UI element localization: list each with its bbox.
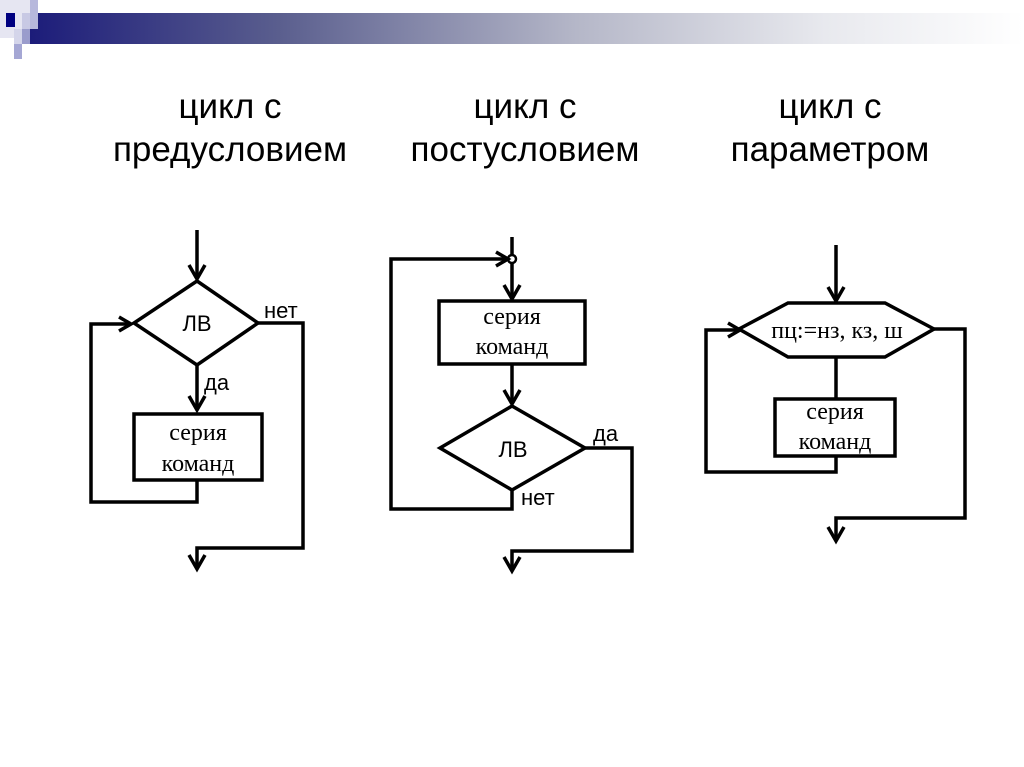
arrow-head xyxy=(502,284,522,303)
title-postcondition: цикл с постусловием xyxy=(375,85,675,171)
deco-square xyxy=(22,29,30,44)
title-line: цикл с xyxy=(473,87,577,126)
body-line: команд xyxy=(162,451,235,477)
arrow-head xyxy=(118,315,135,333)
loop-back-line xyxy=(389,257,514,511)
arrow-head xyxy=(826,286,846,305)
flowchart-postcondition: серия команд ЛВ нет да xyxy=(389,237,634,575)
flowchart-parameter: пц:=нз, кз, ш серия команд xyxy=(704,245,967,545)
deco-square xyxy=(6,13,15,27)
deco-square xyxy=(30,0,38,29)
no-label: нет xyxy=(264,298,298,323)
body-line: серия xyxy=(483,304,540,330)
title-line: цикл с xyxy=(178,87,282,126)
title-line: постусловием xyxy=(410,130,640,169)
body-line: серия xyxy=(169,420,226,446)
title-parameter: цикл с параметром xyxy=(680,85,980,171)
arrow-head xyxy=(495,250,512,268)
body-line: серия xyxy=(806,399,863,425)
condition-label: ЛВ xyxy=(182,311,211,336)
arrow-head xyxy=(826,526,846,545)
parameter-label: пц:=нз, кз, ш xyxy=(771,318,903,344)
exit-line xyxy=(510,446,634,570)
no-label: нет xyxy=(521,485,555,510)
title-line: цикл с xyxy=(778,87,882,126)
arrow-head xyxy=(727,321,744,339)
deco-square xyxy=(14,44,22,59)
loop-back-line xyxy=(89,322,199,504)
condition-label: ЛВ xyxy=(498,437,527,462)
title-precondition: цикл с предусловием xyxy=(80,85,380,171)
body-line: команд xyxy=(799,429,872,455)
arrow-head xyxy=(187,554,207,573)
yes-label: да xyxy=(593,421,619,446)
exit-line xyxy=(834,327,967,540)
title-line: предусловием xyxy=(112,130,348,169)
loop-back-line xyxy=(704,328,838,474)
header-gradient-bar xyxy=(30,13,1024,44)
yes-label: да xyxy=(204,370,230,395)
title-line: параметром xyxy=(730,130,930,169)
arrow-head xyxy=(502,556,522,575)
body-line: команд xyxy=(476,334,549,360)
exit-line xyxy=(195,321,305,568)
arrow-head xyxy=(187,395,207,414)
flowchart-precondition: ЛВ да серия команд нет xyxy=(89,230,305,573)
